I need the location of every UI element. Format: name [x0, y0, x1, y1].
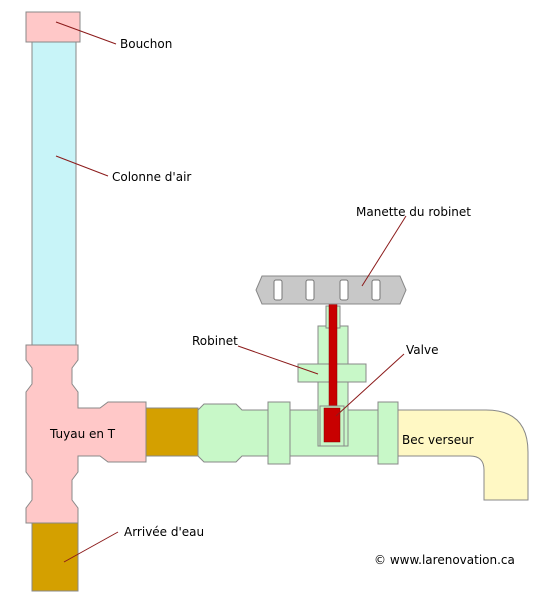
- cap: [25, 11, 81, 43]
- valve-stem: [328, 299, 338, 413]
- label-robinet: Robinet: [192, 334, 238, 348]
- handle-slot: [371, 279, 381, 301]
- copper-connector: [145, 407, 199, 457]
- leader-manette: [361, 215, 407, 287]
- leader-valve: [335, 353, 405, 417]
- leader-bouchon: [55, 21, 117, 45]
- label-manette: Manette du robinet: [356, 205, 471, 219]
- tee-fitting: [25, 344, 147, 524]
- handle-slot: [339, 279, 349, 301]
- label-tuyau-t: Tuyau en T: [50, 427, 116, 441]
- leader-colonne: [55, 155, 109, 177]
- label-arrivee-eau: Arrivée d'eau: [124, 525, 205, 539]
- copyright-text: © www.larenovation.ca: [374, 553, 515, 567]
- label-bec-verseur: Bec verseur: [402, 433, 474, 447]
- handle-slot: [273, 279, 283, 301]
- label-bouchon: Bouchon: [120, 37, 173, 51]
- leader-arrivee: [63, 531, 119, 563]
- valve-seat: [323, 407, 341, 443]
- water-supply-pipe: [31, 522, 79, 592]
- label-valve: Valve: [406, 343, 439, 357]
- spout: [397, 409, 529, 501]
- valve-flange: [377, 401, 399, 465]
- label-colonne-air: Colonne d'air: [112, 170, 192, 184]
- handle-slot: [305, 279, 315, 301]
- handle: [255, 275, 407, 305]
- green-nut: [197, 403, 269, 463]
- valve-body: [267, 401, 291, 465]
- air-column: [31, 41, 77, 346]
- leader-robinet: [237, 345, 319, 375]
